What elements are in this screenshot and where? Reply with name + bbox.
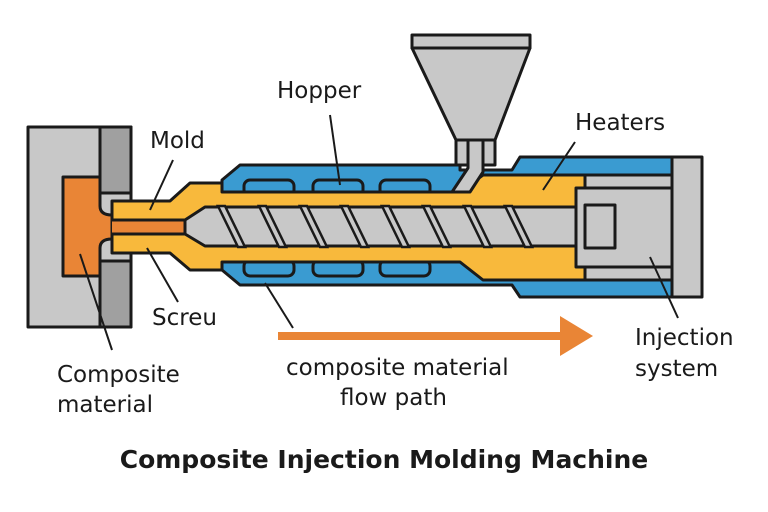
flow-path-leader <box>264 282 294 329</box>
injection-ram <box>574 173 674 282</box>
screw-flight <box>338 204 371 249</box>
screw-flight <box>461 204 494 249</box>
mold-lower-plate <box>98 259 133 329</box>
injection-system-leader <box>649 256 679 319</box>
composite-material-leader <box>79 253 113 351</box>
screw-flight <box>379 204 412 249</box>
screw-flight <box>215 204 248 249</box>
screw-leader <box>146 247 179 303</box>
heaters-leader <box>542 141 576 191</box>
mold-upper-plate <box>98 125 133 195</box>
composite-material-label-line2: material <box>57 392 153 418</box>
mold-label: Mold <box>150 128 205 154</box>
flow-path-label-line2: flow path <box>340 385 447 411</box>
mold-leader <box>149 159 174 211</box>
flow-path-label-line1: composite material <box>286 355 509 381</box>
injection-end-plate <box>670 155 704 299</box>
hopper-rim <box>410 33 532 50</box>
hopper-feed-throat <box>450 138 485 194</box>
screw-flight <box>502 204 535 249</box>
ram-coupling <box>583 203 617 250</box>
heaters-label: Heaters <box>575 110 665 136</box>
flow-path-arrow <box>278 316 593 356</box>
screw <box>183 204 587 249</box>
hopper-funnel <box>410 46 532 142</box>
nozzle-material <box>112 220 185 234</box>
injection-system-label-line2: system <box>635 356 718 382</box>
hopper-leader <box>329 114 341 186</box>
injection-system <box>670 155 704 299</box>
composite-material-label-line1: Composite <box>57 362 180 388</box>
flow-arrow-shaft <box>278 332 568 340</box>
screw-label: Screu <box>152 305 217 331</box>
diagram-title: Composite Injection Molding Machine <box>120 445 649 474</box>
hopper-neck-right <box>481 138 497 167</box>
screw-flight <box>297 204 330 249</box>
hopper-neck-left <box>454 138 470 167</box>
screw-flight <box>420 204 453 249</box>
injection-system-label-line1: Injection <box>635 325 734 351</box>
flow-arrow-head <box>560 316 593 356</box>
hopper-label: Hopper <box>277 78 362 104</box>
hopper <box>410 33 532 194</box>
screw-flight <box>256 204 289 249</box>
screw-flights <box>215 204 535 249</box>
